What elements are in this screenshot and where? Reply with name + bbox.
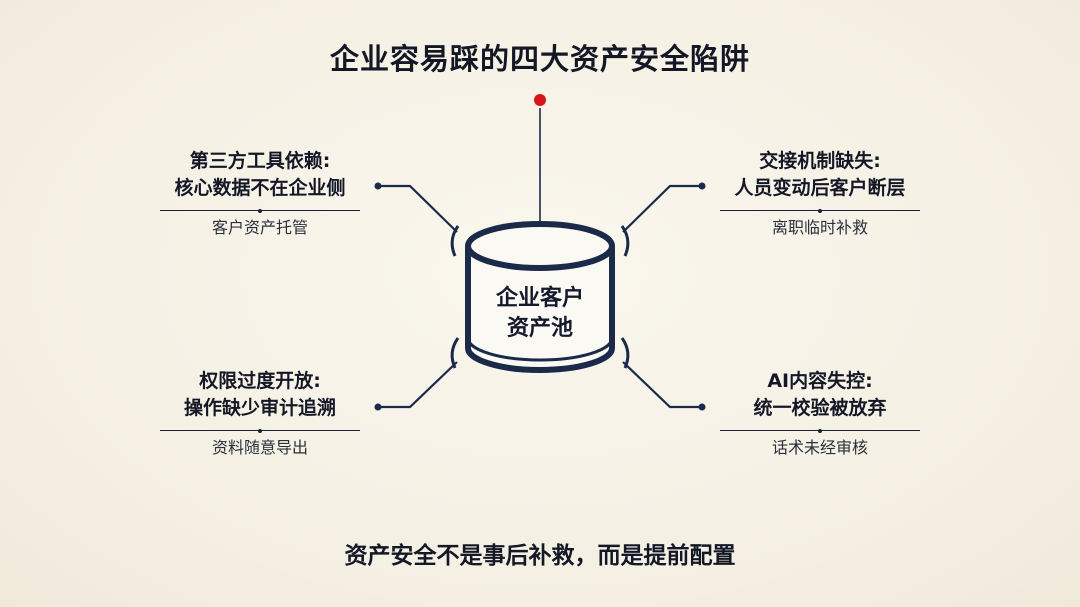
trap-block-bottom-right: AI内容失控: 统一校验被放弃 话术未经审核 [720,368,920,458]
trap-title-line1: AI内容失控: [767,370,873,392]
connector-bottom-left [378,361,458,409]
trap-divider-dot [818,429,822,433]
connector-bottom-right [622,361,702,409]
hub-label-line1: 企业客户 [495,286,584,311]
bracket-bottom-right [620,337,630,369]
trap-description: 话术未经审核 [771,438,868,457]
trap-title-line1: 第三方工具依赖: [189,150,331,172]
database-icon [465,221,615,373]
accent-dot [534,94,546,106]
connector-dot-top-left [374,182,382,190]
trap-description: 离职临时补救 [771,218,868,237]
trap-block-bottom-left: 权限过度开放: 操作缺少审计追溯 资料随意导出 [160,368,360,458]
connector-top-right [622,184,702,233]
trap-title-line2: 人员变动后客户断层 [734,177,906,199]
connector-dot-top-right [698,182,706,190]
diagram-subtitle: 资产安全不是事后补救，而是提前配置 [344,543,736,569]
trap-divider-dot [818,209,822,213]
trap-divider-dot [258,429,262,433]
diagram-title: 企业容易踩的四大资产安全陷阱 [329,42,750,76]
trap-title-line2: 统一校验被放弃 [753,397,887,419]
trap-title-line2: 核心数据不在企业侧 [174,177,346,199]
trap-divider-dot [258,209,262,213]
trap-title-line2: 操作缺少审计追溯 [183,397,336,419]
connector-dot-bottom-right [698,403,706,411]
trap-block-top-right: 交接机制缺失: 人员变动后客户断层 离职临时补救 [720,148,920,238]
connector-top-left [378,184,458,233]
bracket-top-right [620,225,630,257]
hub-label: 企业客户 资产池 [470,284,610,344]
bracket-top-left [450,225,460,257]
trap-block-top-left: 第三方工具依赖: 核心数据不在企业侧 客户资产托管 [160,148,360,238]
trap-title-line1: 权限过度开放: [199,370,321,392]
bracket-bottom-left [450,337,460,369]
trap-description: 客户资产托管 [211,218,308,237]
trap-title-line1: 交接机制缺失: [759,150,881,172]
hub-label-line2: 资产池 [506,316,573,341]
trap-description: 资料随意导出 [211,438,308,457]
connector-dot-bottom-left [374,403,382,411]
